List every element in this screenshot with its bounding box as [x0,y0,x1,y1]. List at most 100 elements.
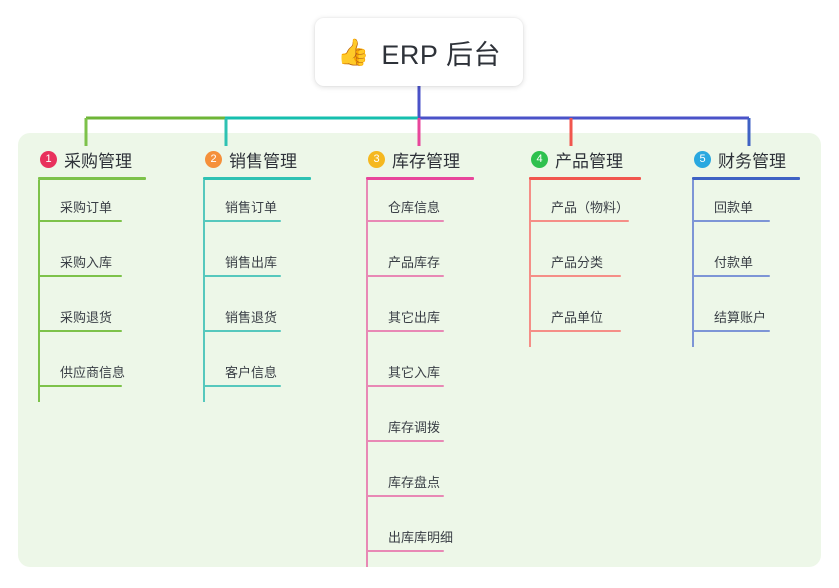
branch-spine-3 [366,180,368,567]
branch-child-label: 产品分类 [551,255,604,270]
branch-child-underline [38,385,122,387]
branch-header-1[interactable]: 1 采购管理 [38,146,146,172]
branch-3: 3 库存管理仓库信息产品库存其它出库其它入库库存调拨库存盘点出库库明细 [366,146,474,582]
branch-child-underline [366,495,444,497]
thumbs-up-icon: 👍 [337,37,370,67]
branch-child-underline [38,275,122,277]
branch-child-label: 库存盘点 [388,475,441,490]
branch-title-5: 财务管理 [718,151,786,171]
branch-child-underline [366,220,444,222]
branch-child[interactable]: 出库库明细 [366,527,453,552]
branch-child-underline [38,220,122,222]
branch-underline-4 [529,177,641,180]
branch-child-label: 结算账户 [714,310,767,325]
branch-child[interactable]: 库存调拨 [366,417,444,442]
branch-child-underline [529,330,621,332]
branch-child-label: 其它入库 [388,365,441,380]
branch-child[interactable]: 结算账户 [692,307,770,332]
branches-panel [18,133,821,567]
branch-child-underline [366,330,444,332]
branch-child-underline [366,385,444,387]
branch-child-underline [692,275,770,277]
branch-child[interactable]: 采购入库 [38,252,122,277]
branch-child-label: 付款单 [714,255,754,270]
branch-child[interactable]: 库存盘点 [366,472,444,497]
branch-child-underline [203,275,281,277]
branch-child-underline [203,330,281,332]
branch-child-label: 出库库明细 [388,530,454,545]
branch-title-3: 库存管理 [392,151,460,171]
branch-child-label: 采购订单 [60,200,113,215]
branch-1: 1 采购管理采购订单采购入库采购退货供应商信息 [38,146,146,417]
branch-children-5: 回款单付款单结算账户 [692,180,800,362]
branch-badge-2: 2 [205,150,222,168]
branch-underline-3 [366,177,474,180]
branch-child[interactable]: 产品库存 [366,252,444,277]
branch-child-label: 产品（物料） [551,200,630,215]
branch-child[interactable]: 销售出库 [203,252,281,277]
branch-child[interactable]: 仓库信息 [366,197,444,222]
branch-child-underline [692,330,770,332]
branch-title-1: 采购管理 [64,151,132,171]
branch-child-underline [203,385,281,387]
branch-children-2: 销售订单销售出库销售退货客户信息 [203,180,311,417]
branch-child-label: 供应商信息 [60,365,126,380]
branch-badge-1: 1 [40,150,57,168]
branch-child-label: 客户信息 [225,365,278,380]
branch-title-2: 销售管理 [229,151,297,171]
branch-child-underline [38,330,122,332]
branch-child-label: 产品库存 [388,255,441,270]
branch-child-label: 销售退货 [225,310,278,325]
branch-child[interactable]: 付款单 [692,252,770,277]
branch-child[interactable]: 采购订单 [38,197,122,222]
branch-child[interactable]: 供应商信息 [38,362,125,387]
branch-header-3[interactable]: 3 库存管理 [366,146,474,172]
branch-child[interactable]: 采购退货 [38,307,122,332]
branch-child-underline [529,220,629,222]
branch-child-underline [529,275,621,277]
branch-child-label: 采购入库 [60,255,113,270]
branch-child-underline [366,275,444,277]
branch-child[interactable]: 产品（物料） [529,197,629,222]
branch-child-label: 仓库信息 [388,200,441,215]
branch-spine-5 [692,180,694,347]
branch-title-4: 产品管理 [555,151,623,171]
branch-children-3: 仓库信息产品库存其它出库其它入库库存调拨库存盘点出库库明细 [366,180,474,582]
branch-child[interactable]: 其它出库 [366,307,444,332]
branch-badge-3: 3 [368,150,385,168]
branch-child[interactable]: 客户信息 [203,362,281,387]
branch-child-label: 销售出库 [225,255,278,270]
branch-child[interactable]: 回款单 [692,197,770,222]
branch-children-4: 产品（物料） 产品分类产品单位 [529,180,641,362]
branch-spine-2 [203,180,205,402]
branch-child-underline [203,220,281,222]
branch-underline-5 [692,177,800,180]
branch-child-underline [692,220,770,222]
branch-children-1: 采购订单采购入库采购退货供应商信息 [38,180,146,417]
branch-spine-1 [38,180,40,402]
branch-child-label: 其它出库 [388,310,441,325]
branch-child-label: 采购退货 [60,310,113,325]
branch-child-label: 回款单 [714,200,754,215]
root-node-label: ERP 后台 [381,39,501,70]
branch-child-label: 销售订单 [225,200,278,215]
branch-2: 2 销售管理销售订单销售出库销售退货客户信息 [203,146,311,417]
branch-child-underline [366,550,444,552]
branch-child[interactable]: 其它入库 [366,362,444,387]
branch-child-label: 产品单位 [551,310,604,325]
branch-child-underline [366,440,444,442]
branch-child[interactable]: 销售退货 [203,307,281,332]
branch-underline-1 [38,177,146,180]
root-node[interactable]: 👍 ERP 后台 [315,18,523,86]
branch-underline-2 [203,177,311,180]
branch-header-2[interactable]: 2 销售管理 [203,146,311,172]
branch-child[interactable]: 产品单位 [529,307,621,332]
branch-child[interactable]: 产品分类 [529,252,621,277]
branch-child-label: 库存调拨 [388,420,441,435]
branch-child[interactable]: 销售订单 [203,197,281,222]
